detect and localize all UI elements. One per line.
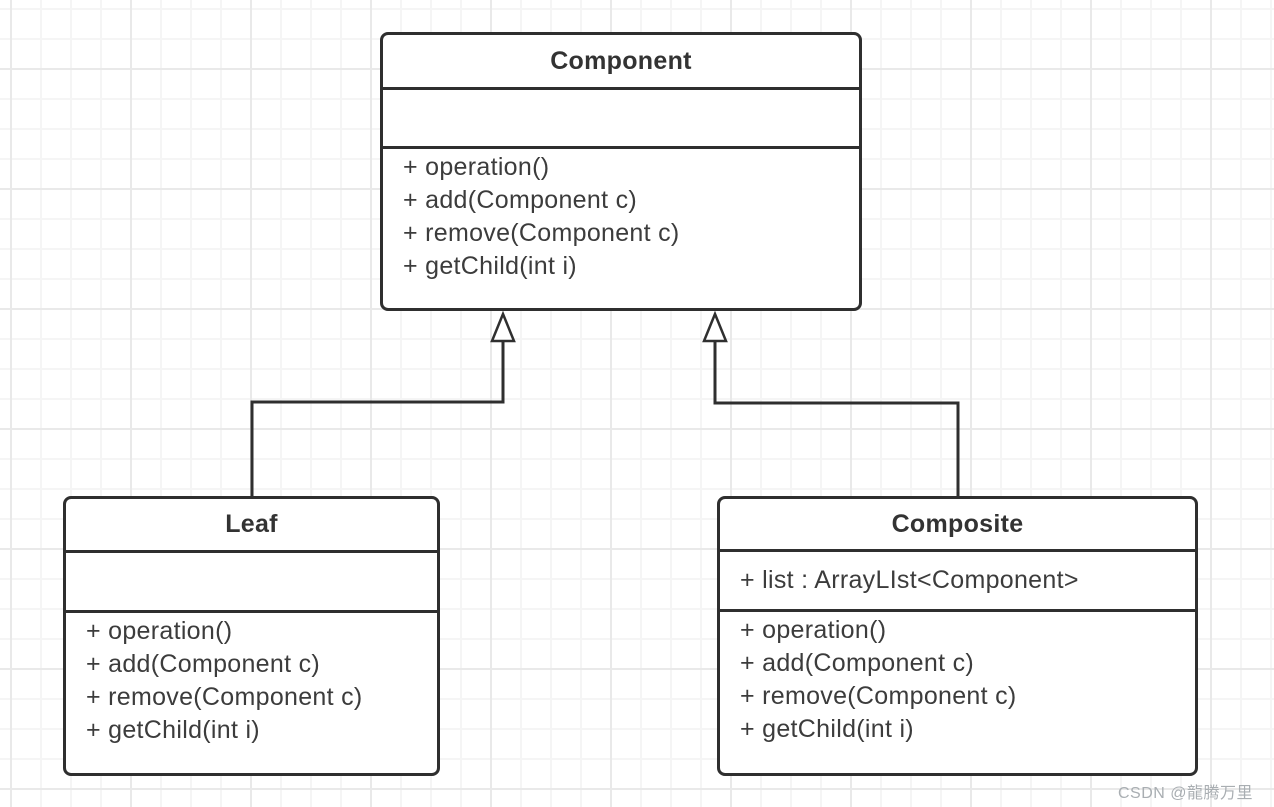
watermark: CSDN @龍腾万里 <box>1118 785 1254 802</box>
hollow-triangle-arrowhead-leaf <box>490 310 516 343</box>
generalization-edge-leaf-to-component <box>250 340 505 496</box>
methods-section: + operation() + add(Component c) + remov… <box>720 612 1195 746</box>
generalization-edge-composite-to-component <box>713 340 960 496</box>
attributes-section <box>66 553 437 613</box>
class-name: Component <box>383 35 859 90</box>
class-box-component: Component + operation() + add(Component … <box>380 32 862 311</box>
class-box-leaf: Leaf + operation() + add(Component c) + … <box>63 496 440 776</box>
method-item: + remove(Component c) <box>86 683 363 711</box>
attributes-section: + list : ArrayLIst<Component> <box>720 552 1195 612</box>
method-item: + add(Component c) <box>86 650 321 678</box>
attribute-item: + list : ArrayLIst<Component> <box>740 566 1079 594</box>
method-item: + getChild(int i) <box>740 715 914 743</box>
attributes-section <box>383 90 859 149</box>
method-item: + add(Component c) <box>740 649 975 677</box>
class-name: Leaf <box>66 499 437 553</box>
methods-section: + operation() + add(Component c) + remov… <box>66 613 437 747</box>
method-item: + operation() <box>403 153 550 181</box>
class-name: Composite <box>720 499 1195 552</box>
method-item: + operation() <box>740 616 887 644</box>
method-item: + add(Component c) <box>403 186 638 214</box>
methods-section: + operation() + add(Component c) + remov… <box>383 149 859 283</box>
hollow-triangle-arrowhead-composite <box>702 310 728 343</box>
method-item: + getChild(int i) <box>86 716 260 744</box>
method-item: + operation() <box>86 617 233 645</box>
method-item: + getChild(int i) <box>403 252 577 280</box>
method-item: + remove(Component c) <box>740 682 1017 710</box>
method-item: + remove(Component c) <box>403 219 680 247</box>
class-box-composite: Composite + list : ArrayLIst<Component> … <box>717 496 1198 776</box>
